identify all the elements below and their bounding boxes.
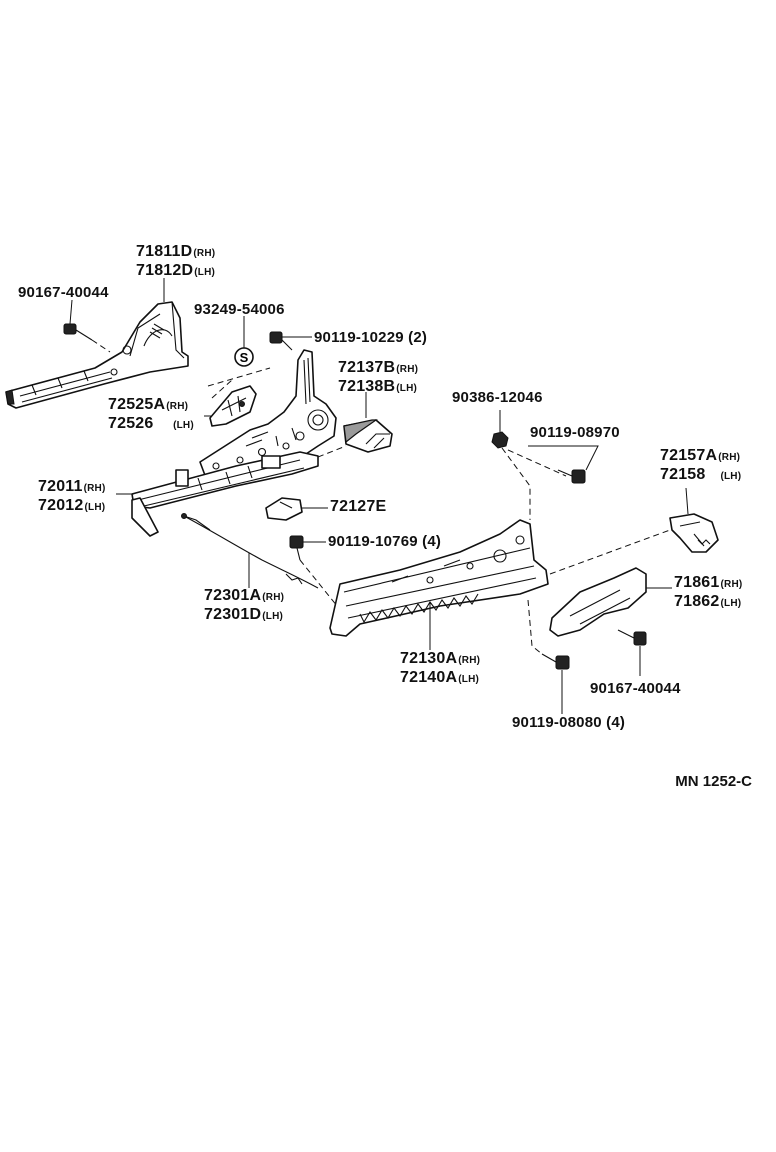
label-93249-54006: 93249-54006 — [194, 301, 285, 318]
standard-part-symbol-icon: S — [207, 316, 271, 399]
label-72011: 72011(RH) 72012(LH) — [38, 478, 106, 514]
label-72130a: 72130A(RH) 72140A(LH) — [400, 650, 481, 686]
bolt-90167-40044-right — [617, 629, 647, 676]
label-90119-08080: 90119-08080 (4) — [512, 714, 626, 731]
part-72301a-cable — [181, 513, 319, 589]
bolt-90119-10229 — [269, 331, 312, 351]
part-72011-seat-rail — [116, 451, 319, 537]
label-72525a: 72525A(RH) 72526 (LH) — [108, 396, 194, 432]
svg-text:S: S — [240, 350, 249, 365]
part-72127e-pad — [265, 497, 328, 521]
label-71861: 71861(RH) 71862(LH) — [674, 574, 743, 610]
label-72301a: 72301A(RH) 72301D(LH) — [204, 587, 285, 623]
label-72137b: 72137B(RH) 72138B(LH) — [338, 359, 419, 395]
bolt-90119-08080 — [527, 599, 570, 714]
label-90167-40044-right: 90167-40044 — [590, 680, 681, 697]
part-72130a-seat-track — [329, 519, 549, 650]
label-90119-10769: 90119-10769 (4) — [328, 533, 442, 550]
label-71811d: 71811D(RH) 71812D(LH) — [136, 243, 216, 279]
part-recliner-adjuster — [199, 349, 337, 479]
label-90386-12046: 90386-12046 — [452, 389, 543, 406]
part-72157a-bracket — [549, 487, 719, 575]
part-72525a-cover — [209, 385, 257, 427]
bolt-90167-40044-left — [63, 299, 111, 353]
part-71861-track-cover — [549, 567, 672, 637]
label-72127e: 72127E — [330, 498, 387, 515]
diagram-reference-code: MN 1252-C — [675, 773, 752, 790]
label-90167-40044-left: 90167-40044 — [18, 284, 109, 301]
bolt-90119-10769 — [289, 535, 351, 623]
label-90119-08970: 90119-08970 — [530, 424, 620, 441]
leader-lines — [163, 278, 212, 417]
nut-90386-12046 — [491, 410, 567, 520]
part-72137b-knob — [289, 392, 393, 469]
label-90119-10229: 90119-10229 (2) — [314, 329, 428, 346]
label-72157a: 72157A(RH) 72158 (LH) — [660, 447, 742, 483]
part-71811d-seat-side-bracket — [5, 301, 189, 409]
bolt-90119-08970 — [528, 445, 599, 484]
